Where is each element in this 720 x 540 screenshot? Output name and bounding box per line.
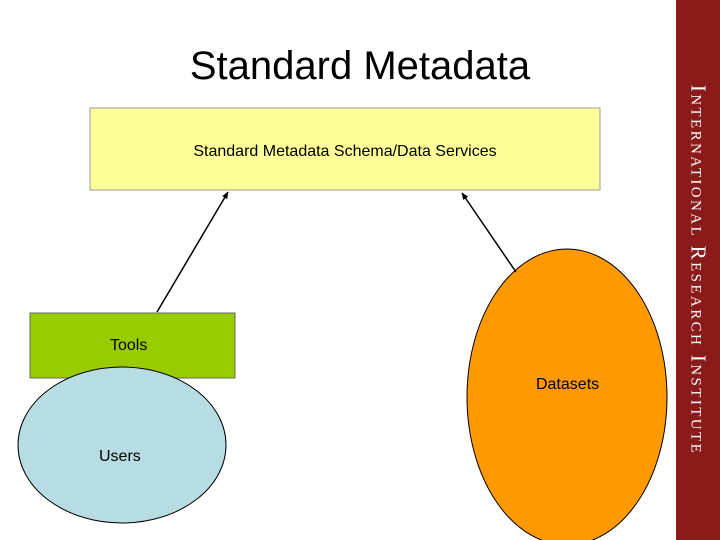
slide-title: Standard Metadata	[189, 44, 531, 88]
tools-label: Tools	[110, 337, 148, 354]
users-ellipse	[17, 366, 227, 524]
schema-box	[89, 107, 601, 191]
schema-label: Standard Metadata Schema/Data Services	[193, 143, 497, 160]
institute-side-band: International Research Institute	[676, 0, 720, 540]
users-label: Users	[99, 448, 141, 465]
datasets-ellipse	[466, 248, 668, 540]
institute-name: International Research Institute	[686, 84, 711, 456]
tools-to-schema-arrow	[156, 191, 229, 313]
datasets-to-schema-arrow	[461, 192, 517, 273]
datasets-label: Datasets	[536, 376, 600, 393]
